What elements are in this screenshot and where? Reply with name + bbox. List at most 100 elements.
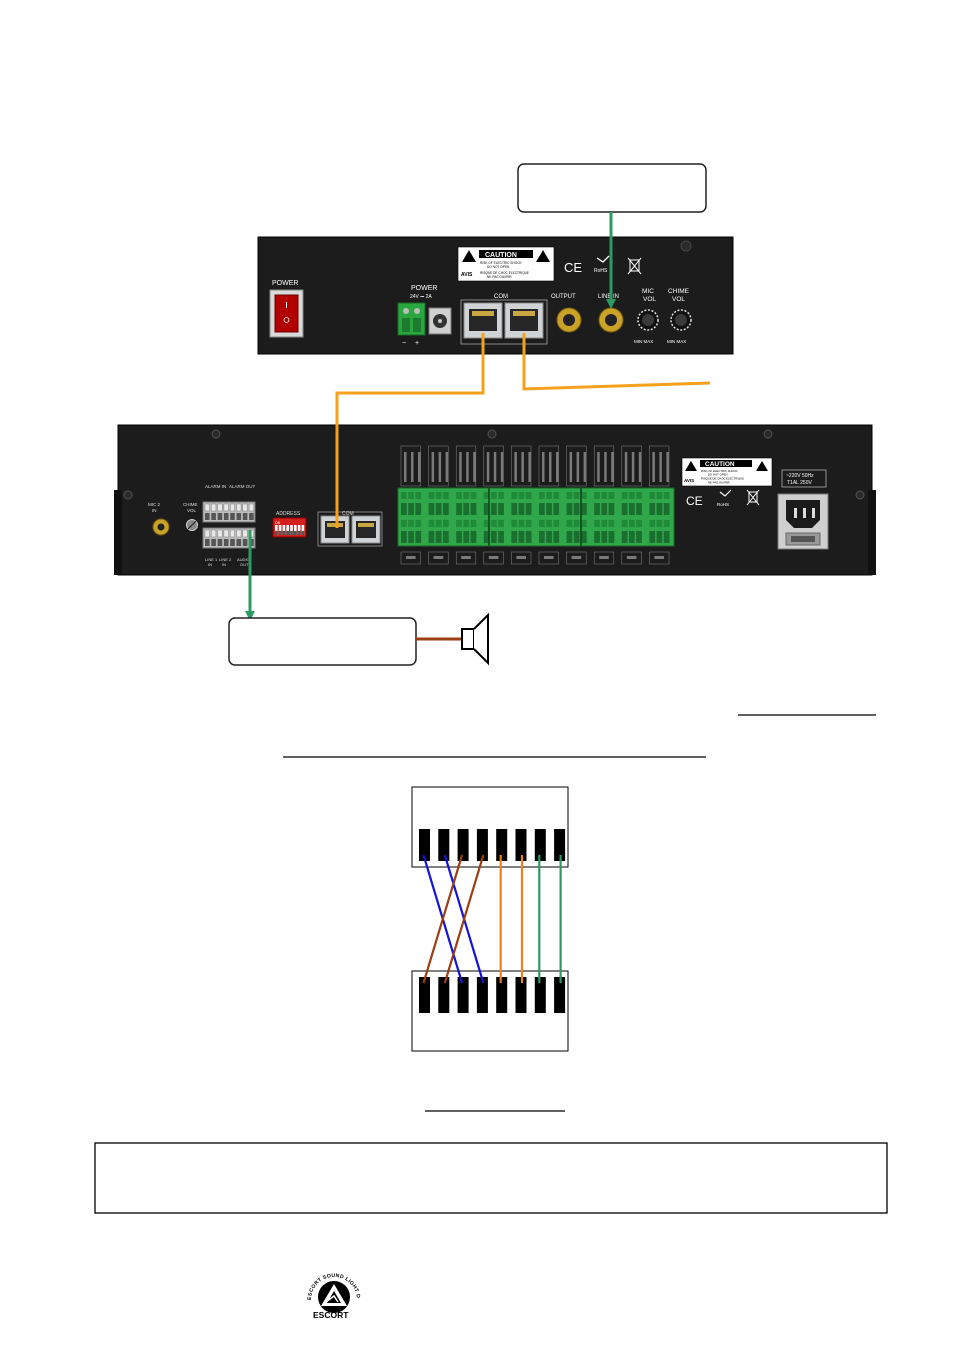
zone-label-text: [528, 452, 531, 482]
zone-terminal-screw: [594, 492, 600, 499]
rj45-wire: [422, 854, 464, 984]
line-in-label: LINE IN: [598, 294, 619, 300]
zone-number-text: [406, 556, 416, 559]
zone-terminal-slot: [621, 503, 628, 515]
dip-switch-lever[interactable]: [290, 525, 293, 535]
zone-terminal-slot: [483, 531, 490, 543]
zone-terminal-slot: [581, 531, 587, 543]
zone-label-text: [445, 452, 449, 482]
polarity-minus-label: −: [402, 340, 406, 347]
caution-label-bottom: CAUTION RISK OF ELECTRIC SHOCK DO NOT OP…: [681, 457, 773, 487]
zone-terminal-slot: [525, 503, 532, 515]
zone-terminal-screw: [539, 520, 545, 527]
zone-label-text: [604, 452, 607, 482]
dip-on-label: ON: [275, 521, 281, 525]
terminal-slot: [217, 539, 223, 546]
address-dip-switch[interactable]: ON: [272, 517, 307, 538]
terminal-screw: [223, 503, 229, 512]
rohs-icon-top: RoHS: [594, 255, 610, 274]
zone-number-frame: [483, 551, 504, 565]
terminal-slot: [217, 513, 223, 520]
zone-terminal-slot: [470, 531, 477, 543]
terminal-slot: [223, 513, 229, 520]
mains-iec-inlet[interactable]: [777, 493, 829, 550]
zone-terminal-screw: [498, 492, 504, 499]
zone-label-frame: [538, 445, 559, 487]
caution-line3-bottom: RISQUE DE CHOC ELECTRIQUE: [701, 477, 744, 481]
com-port-2[interactable]: [504, 302, 544, 339]
com-b-port-1[interactable]: [320, 515, 350, 544]
zone-terminal-slot: [525, 531, 532, 543]
dip-switch-lever[interactable]: [282, 525, 286, 535]
dip-switch-lever[interactable]: [286, 525, 289, 535]
zone-terminal-slot: [401, 531, 407, 543]
zone-terminal-groups[interactable]: [397, 445, 675, 565]
line1-in-label-2: IN: [208, 562, 212, 567]
zone-terminal-slot: [428, 531, 435, 543]
top-device-rear-panel: POWER POWER 24V ⎓ 2A − + COM OU: [257, 236, 734, 355]
note-box: [94, 1142, 888, 1214]
zone-label-frame: [400, 445, 421, 487]
zone-terminal-screw: [539, 492, 545, 499]
zone-label-text: [631, 452, 635, 482]
dip-switch-lever[interactable]: [297, 525, 301, 535]
zone-number-text: [571, 556, 582, 559]
zone-terminal-slot: [636, 503, 642, 515]
zone-number-text: [626, 556, 637, 559]
zone-label-text: [624, 452, 628, 482]
zone-terminal-slot: [594, 503, 600, 515]
zone-number-text: [433, 556, 444, 559]
zone-terminal-slot: [428, 503, 435, 515]
com-b-port-2[interactable]: [351, 515, 381, 544]
zone-terminal-screw: [428, 520, 435, 527]
rohs-icon-bottom: RoHS: [717, 489, 732, 507]
address-label: ADDRESS: [276, 511, 301, 517]
dip-switch-toggle: [275, 531, 278, 535]
zone-terminal-slot: [415, 503, 422, 515]
caution-line2-bottom: DO NOT OPEN: [708, 473, 728, 477]
zone-terminal-screw: [456, 520, 462, 527]
rj45-top-pin: [457, 829, 469, 861]
dip-switch-lever[interactable]: [301, 525, 305, 535]
zone-terminal-screw: [470, 492, 477, 499]
zone-terminal-screw: [601, 492, 608, 499]
caution-line1-top: RISK OF ELECTRIC SHOCK: [480, 261, 522, 265]
terminal-screw: [242, 503, 248, 512]
caution-avis-top: AVIS: [461, 272, 473, 278]
terminal-screw: [229, 529, 235, 538]
zone-label-text: [597, 452, 600, 482]
zone-terminal-slot: [456, 503, 462, 515]
rj45-bottom-pin: [438, 977, 450, 1013]
dip-switch-lever[interactable]: [275, 525, 278, 535]
caution-line1-bottom: RISK OF ELECTRIC SHOCK: [701, 469, 738, 473]
rj45-top-pin: [554, 829, 566, 861]
mic-vol-min-max: MIN MAX: [634, 339, 653, 344]
zone-number-text: [516, 556, 526, 559]
zone-terminal-screw: [408, 520, 414, 527]
zone-terminal-slot: [443, 503, 449, 515]
dip-switch-lever[interactable]: [278, 525, 282, 535]
terminal-slot: [205, 513, 210, 520]
zone-label-text: [438, 452, 442, 482]
com-port-1[interactable]: [463, 302, 503, 339]
zone-terminal-screw: [663, 520, 670, 527]
rj45-top-pin: [476, 829, 488, 861]
zone-terminal-screw: [415, 492, 422, 499]
terminal-slot: [249, 513, 254, 520]
terminal-slot: [242, 539, 248, 546]
dip-switch-toggle: [278, 531, 282, 535]
zone-terminal-screw: [456, 492, 462, 499]
zone-number-frame: [400, 551, 421, 565]
zone-terminal-slot: [470, 503, 477, 515]
zone-terminal-slot: [663, 503, 670, 515]
zone-number-frame: [455, 551, 477, 565]
dip-switch-toggle: [297, 531, 301, 535]
alarm-line-terminal-block[interactable]: [202, 501, 256, 549]
dip-switch-lever[interactable]: [294, 525, 297, 535]
zone-terminal-slot: [566, 503, 573, 515]
zone-terminal-slot: [649, 531, 656, 543]
chime-vol-label-1: CHIME: [668, 288, 690, 295]
zone-terminal-slot: [594, 531, 600, 543]
zone-terminal-screw: [581, 520, 587, 527]
